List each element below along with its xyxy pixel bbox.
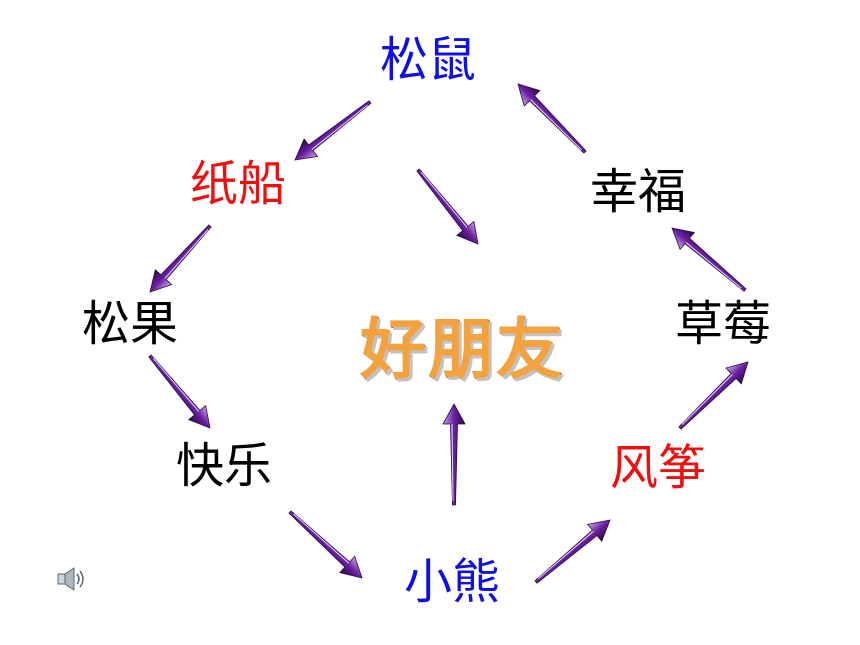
arrow-happiness-to-squirrel: [517, 83, 587, 154]
arrow-little-bear-to-kite: [534, 519, 611, 584]
speaker-icon[interactable]: [56, 566, 90, 596]
node-happy: 快乐: [176, 438, 273, 494]
arrow-little-bear-to-center: [442, 403, 466, 506]
node-squirrel: 松鼠: [380, 32, 477, 88]
node-happiness: 幸福: [590, 164, 687, 220]
arrow-paper-boat-to-pine-cone: [149, 224, 212, 293]
arrow-strawberry-to-happiness: [671, 227, 747, 292]
node-paper-boat: 纸船: [190, 156, 287, 212]
node-strawberry: 草莓: [675, 296, 772, 352]
arrow-happy-to-little-bear: [288, 510, 363, 579]
node-little-bear: 小熊: [404, 554, 501, 610]
arrow-squirrel-to-center: [416, 168, 479, 245]
arrow-squirrel-to-paper-boat: [294, 100, 372, 161]
node-kite: 风筝: [610, 440, 707, 496]
arrow-pine-cone-to-happy: [148, 354, 211, 429]
node-pine-cone: 松果: [82, 296, 179, 352]
center-title: 好朋友: [360, 311, 564, 388]
arrow-kite-to-strawberry: [678, 361, 749, 430]
